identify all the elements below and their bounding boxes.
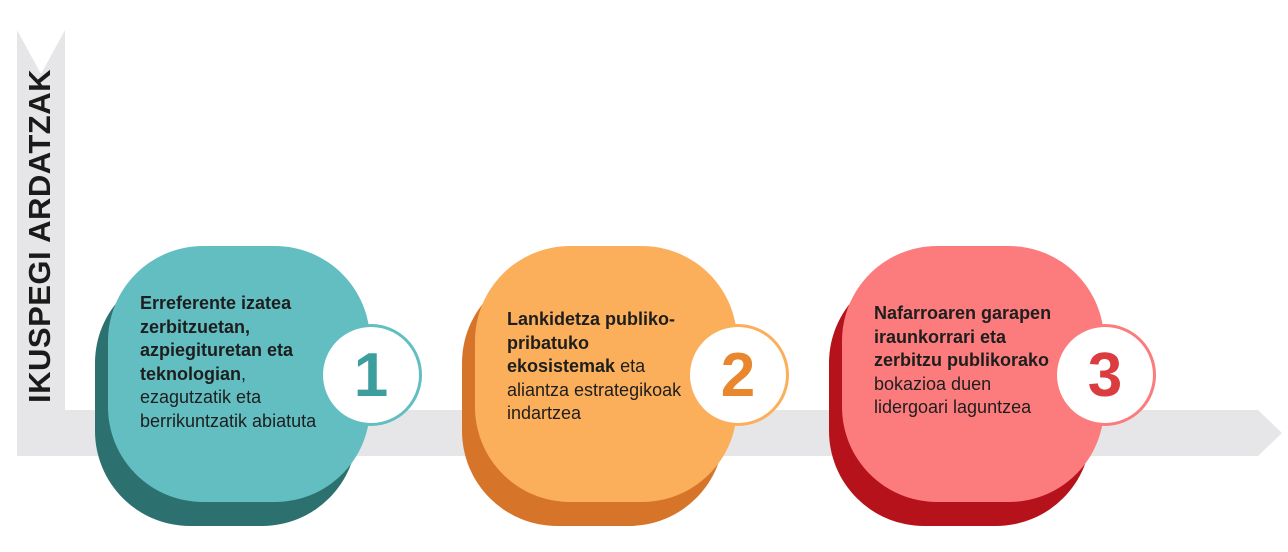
step-text-normal: , ezagutzatik eta berrikuntzatik abiatut… [140,363,317,431]
step-text-normal: eta aliantza estrategikoak indartzea [507,356,682,423]
step-text-bold: Lankidetza publiko-pribatuko ekosistemak [507,309,676,376]
step-number: 2 [720,340,756,410]
step-card-3: Nafarroaren garapen iraunkorrari eta zer… [829,246,1156,528]
step-text: Erreferente izatea zerbitzuetan, azpiegi… [140,292,320,433]
step-text: Lankidetza publiko-pribatuko ekosistemak… [507,308,687,426]
vertical-axis-arrow [17,30,65,455]
step-text-bold: Erreferente izatea zerbitzuetan, azpiegi… [140,293,294,384]
step-number: 1 [353,340,389,410]
step-text-normal: bokazioa duen lidergoari laguntzea [874,373,1032,418]
step-card-1: Erreferente izatea zerbitzuetan, azpiegi… [95,246,422,528]
step-card-2: Lankidetza publiko-pribatuko ekosistemak… [462,246,789,528]
step-number-badge: 1 [320,324,422,426]
step-number-badge: 2 [687,324,789,426]
step-number: 3 [1087,340,1123,410]
step-number-badge: 3 [1054,324,1156,426]
step-text-bold: Nafarroaren garapen iraunkorrari eta zer… [874,303,1052,370]
step-text: Nafarroaren garapen iraunkorrari eta zer… [874,302,1054,420]
axis-title: IKUSPEGI ARDATZAK [22,69,57,403]
